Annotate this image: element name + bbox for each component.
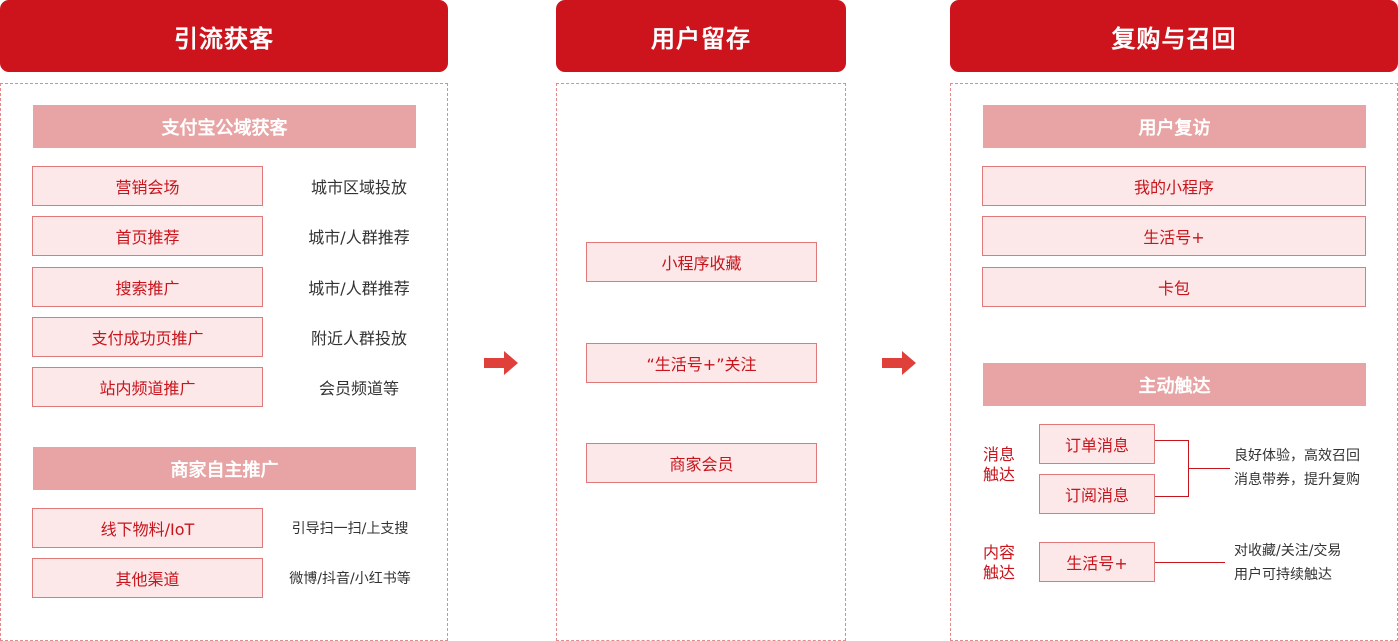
note-line: 良好体验，高效召回 — [1234, 448, 1360, 464]
item-label: 订单消息 — [1064, 436, 1129, 455]
item-label: 站内频道推广 — [99, 379, 196, 398]
arrow-right-icon — [484, 351, 518, 375]
item-marketing-venue: 营销会场 — [32, 166, 263, 206]
item-channel-promotion: 站内频道推广 — [32, 367, 263, 407]
label-line: 触达 — [982, 563, 1015, 582]
connector-line — [1155, 562, 1225, 563]
item-lifeaccount-plus: 生活号+ — [982, 216, 1366, 256]
desc-label: 引导扫一扫/上支搜 — [291, 521, 409, 537]
column-title: 引流获客 — [174, 24, 274, 53]
note-message-reach: 良好体验，高效召回 消息带券，提升复购 — [1234, 444, 1360, 492]
section-title: 支付宝公域获客 — [161, 117, 288, 139]
column-title: 复购与召回 — [1111, 24, 1237, 53]
note-line: 消息带券，提升复购 — [1234, 472, 1360, 488]
item-label: 支付成功页推广 — [91, 329, 204, 348]
label-line: 触达 — [982, 465, 1015, 484]
label-line: 消息 — [982, 445, 1015, 464]
section-header-alipay-public: 支付宝公域获客 — [33, 105, 416, 148]
section-title: 主动触达 — [1138, 375, 1211, 397]
item-content-lifeaccount: 生活号+ — [1039, 542, 1155, 582]
item-label: 首页推荐 — [115, 228, 180, 247]
item-other-channels: 其他渠道 — [32, 558, 263, 598]
arrow-right-icon — [882, 351, 916, 375]
desc-label: 附近人群投放 — [310, 329, 407, 348]
item-label: 线下物料/IoT — [100, 520, 195, 539]
item-offline-materials: 线下物料/IoT — [32, 508, 263, 548]
column-header-acquisition: 引流获客 — [0, 0, 448, 72]
note-line: 用户可持续触达 — [1234, 567, 1332, 583]
group-label-message-reach: 消息 触达 — [976, 445, 1022, 485]
desc-other-channels: 微博/抖音/小红书等 — [280, 558, 420, 598]
note-line: 对收藏/关注/交易 — [1234, 543, 1342, 559]
section-title: 商家自主推广 — [170, 459, 279, 481]
item-lifeaccount-follow: “生活号+”关注 — [586, 343, 817, 383]
note-content-reach: 对收藏/关注/交易 用户可持续触达 — [1234, 539, 1341, 587]
item-label: “生活号+”关注 — [646, 355, 757, 374]
desc-search-promotion: 城市/人群推荐 — [290, 267, 428, 307]
item-label: 搜索推广 — [115, 279, 180, 298]
column-header-repurchase: 复购与召回 — [950, 0, 1398, 72]
item-homepage-recommend: 首页推荐 — [32, 216, 263, 256]
group-label-content-reach: 内容 触达 — [976, 543, 1022, 583]
item-label: 其他渠道 — [115, 570, 180, 589]
item-label: 卡包 — [1157, 279, 1190, 298]
desc-homepage-recommend: 城市/人群推荐 — [290, 216, 428, 256]
desc-payment-success-page: 附近人群投放 — [290, 317, 428, 357]
desc-label: 城市区域投放 — [310, 178, 407, 197]
desc-marketing-venue: 城市区域投放 — [290, 166, 428, 206]
section-header-proactive-reach: 主动触达 — [983, 363, 1366, 406]
item-order-message: 订单消息 — [1039, 424, 1155, 464]
item-label: 订阅消息 — [1064, 486, 1129, 505]
desc-channel-promotion: 会员频道等 — [290, 367, 428, 407]
label-line: 内容 — [982, 543, 1015, 562]
item-label: 商家会员 — [669, 455, 734, 474]
item-label: 营销会场 — [115, 178, 180, 197]
item-label: 生活号+ — [1066, 554, 1128, 573]
desc-offline-materials: 引导扫一扫/上支搜 — [280, 508, 420, 548]
item-miniprogram-favorite: 小程序收藏 — [586, 242, 817, 282]
desc-label: 微博/抖音/小红书等 — [289, 571, 411, 587]
desc-label: 城市/人群推荐 — [308, 279, 410, 298]
connector-line — [1155, 496, 1189, 497]
item-subscription-message: 订阅消息 — [1039, 474, 1155, 514]
desc-label: 会员频道等 — [318, 379, 399, 398]
column-title: 用户留存 — [651, 24, 751, 53]
desc-label: 城市/人群推荐 — [308, 228, 410, 247]
item-merchant-member: 商家会员 — [586, 443, 817, 483]
item-label: 小程序收藏 — [661, 254, 742, 273]
item-card-wallet: 卡包 — [982, 267, 1366, 307]
item-label: 生活号+ — [1143, 228, 1205, 247]
column-header-retention: 用户留存 — [556, 0, 846, 72]
connector-line — [1155, 440, 1189, 441]
connector-line — [1188, 468, 1230, 469]
item-payment-success-page: 支付成功页推广 — [32, 317, 263, 357]
item-label: 我的小程序 — [1133, 178, 1214, 197]
section-title: 用户复访 — [1138, 117, 1211, 139]
section-header-merchant-promotion: 商家自主推广 — [33, 447, 416, 490]
item-my-miniprogram: 我的小程序 — [982, 166, 1366, 206]
section-header-revisit: 用户复访 — [983, 105, 1366, 148]
item-search-promotion: 搜索推广 — [32, 267, 263, 307]
